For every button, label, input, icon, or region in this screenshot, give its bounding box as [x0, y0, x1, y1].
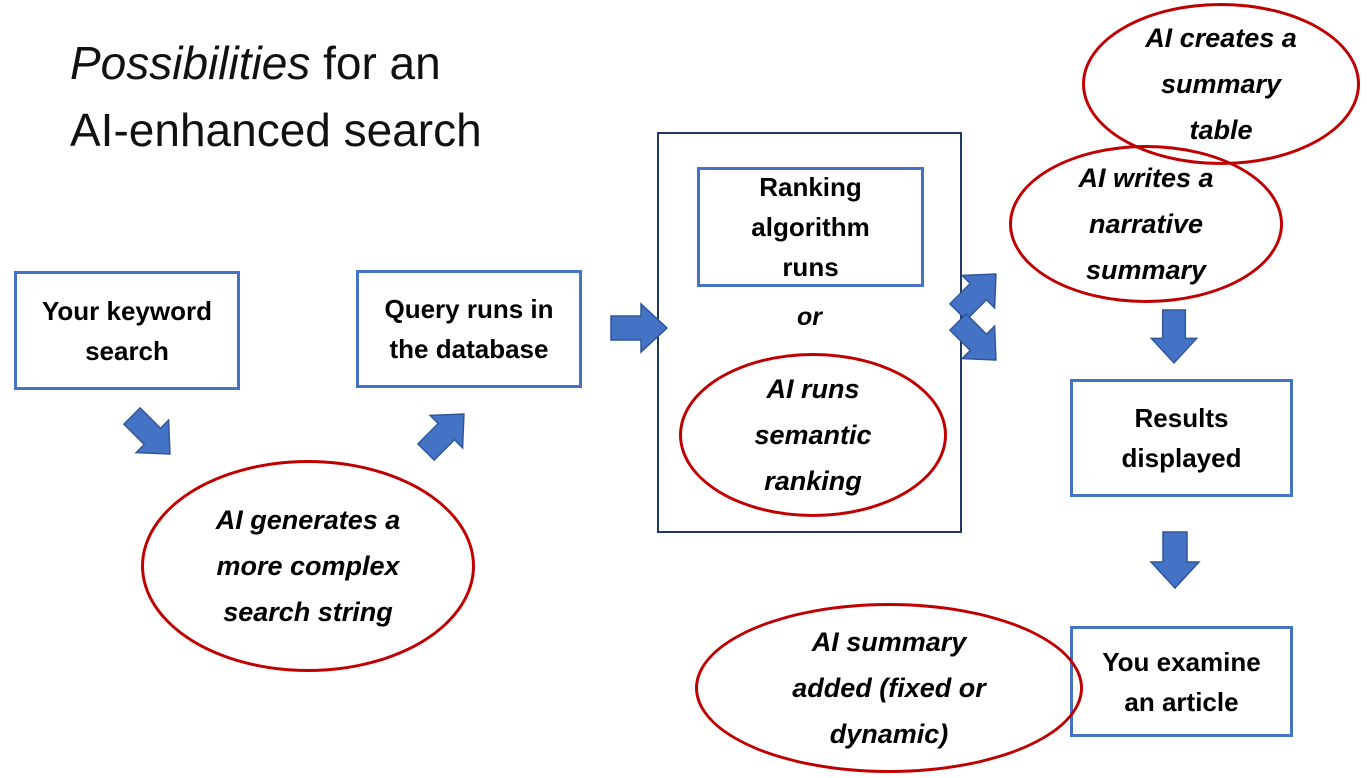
keyword-search-box: Your keyword search [14, 271, 240, 390]
page-title-line2: AI-enhanced search [70, 104, 482, 156]
ai-semantic-ranking-ellipse: AI runs semantic ranking [679, 353, 947, 517]
results-displayed-box: Results displayed [1070, 379, 1293, 497]
examine-article-label: You examine an article [1102, 646, 1261, 717]
page-title-line1: Possibilities for an [70, 30, 482, 97]
ranking-algorithm-box: Ranking algorithm runs [697, 167, 924, 287]
ai-narrative-summary-label: AI writes a narrative summary [1078, 163, 1214, 285]
ai-semantic-ranking-label: AI runs semantic ranking [754, 374, 872, 496]
ai-summary-added-label: AI summary added (fixed or dynamic) [792, 627, 986, 749]
ai-complex-search-label: AI generates a more complex search strin… [215, 505, 401, 627]
page-title-italic: Possibilities [70, 37, 311, 89]
ai-summary-table-ellipse: AI creates a summary table [1082, 3, 1360, 165]
page-title: Possibilities for an AI-enhanced search [70, 30, 482, 164]
ranking-algorithm-label: Ranking algorithm runs [751, 172, 870, 282]
results-displayed-label: Results displayed [1121, 403, 1242, 473]
ai-summary-table-label: AI creates a summary table [1145, 23, 1297, 145]
arrow-up-right-icon [410, 398, 481, 469]
ai-narrative-summary-ellipse: AI writes a narrative summary [1009, 145, 1283, 303]
ai-complex-search-ellipse: AI generates a more complex search strin… [141, 460, 475, 672]
query-runs-label: Query runs in the database [384, 294, 554, 364]
arrow-down-right-icon [116, 400, 187, 471]
examine-article-box: You examine an article [1070, 626, 1293, 737]
query-runs-box: Query runs in the database [356, 270, 582, 388]
arrow-down-icon [1146, 309, 1202, 365]
or-label: or [797, 303, 822, 331]
ai-summary-added-ellipse: AI summary added (fixed or dynamic) [695, 603, 1083, 773]
page-title-rest: for an [310, 37, 441, 89]
arrow-down-right-icon [942, 306, 1013, 377]
arrow-down-icon [1147, 531, 1203, 590]
keyword-search-label: Your keyword search [41, 295, 212, 366]
arrow-right-icon [610, 302, 669, 354]
